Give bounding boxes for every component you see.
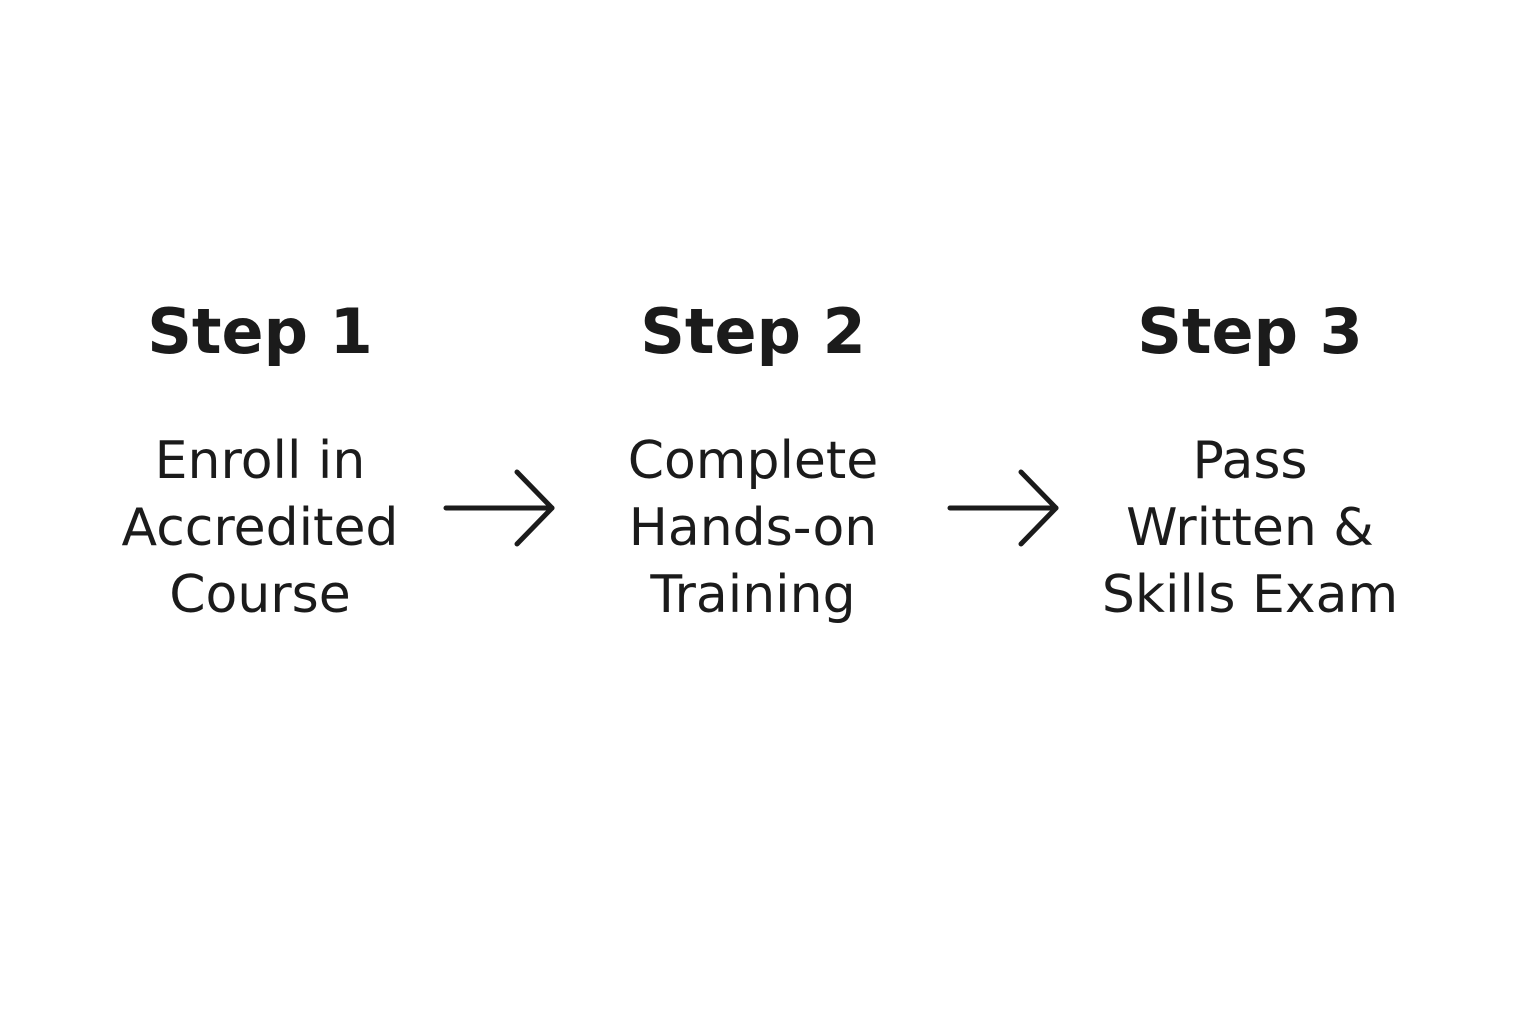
step-2-line-3: Training: [650, 565, 856, 625]
step-2-line-2: Hands-on: [628, 498, 878, 558]
step-1-line-2: Accredited: [121, 498, 399, 558]
step-1-title: Step 1: [147, 295, 373, 368]
step-3-description: Pass Written & Skills Exam: [1080, 428, 1420, 629]
step-3: Step 3 Pass Written & Skills Exam: [1080, 292, 1420, 629]
step-2: Step 2 Complete Hands-on Training: [583, 292, 923, 629]
step-2-title: Step 2: [640, 295, 866, 368]
step-2-description: Complete Hands-on Training: [583, 428, 923, 629]
step-1: Step 1 Enroll in Accredited Course: [90, 292, 430, 629]
step-1-line-1: Enroll in: [154, 431, 366, 491]
step-3-title: Step 3: [1137, 295, 1363, 368]
step-3-line-3: Skills Exam: [1101, 565, 1399, 625]
step-2-line-1: Complete: [627, 431, 879, 491]
arrow-right-icon: [944, 466, 1064, 550]
step-1-line-3: Course: [169, 565, 351, 625]
step-3-line-2: Written &: [1126, 498, 1374, 558]
arrow-right-icon: [440, 466, 560, 550]
step-3-line-1: Pass: [1192, 431, 1308, 491]
step-1-description: Enroll in Accredited Course: [90, 428, 430, 629]
